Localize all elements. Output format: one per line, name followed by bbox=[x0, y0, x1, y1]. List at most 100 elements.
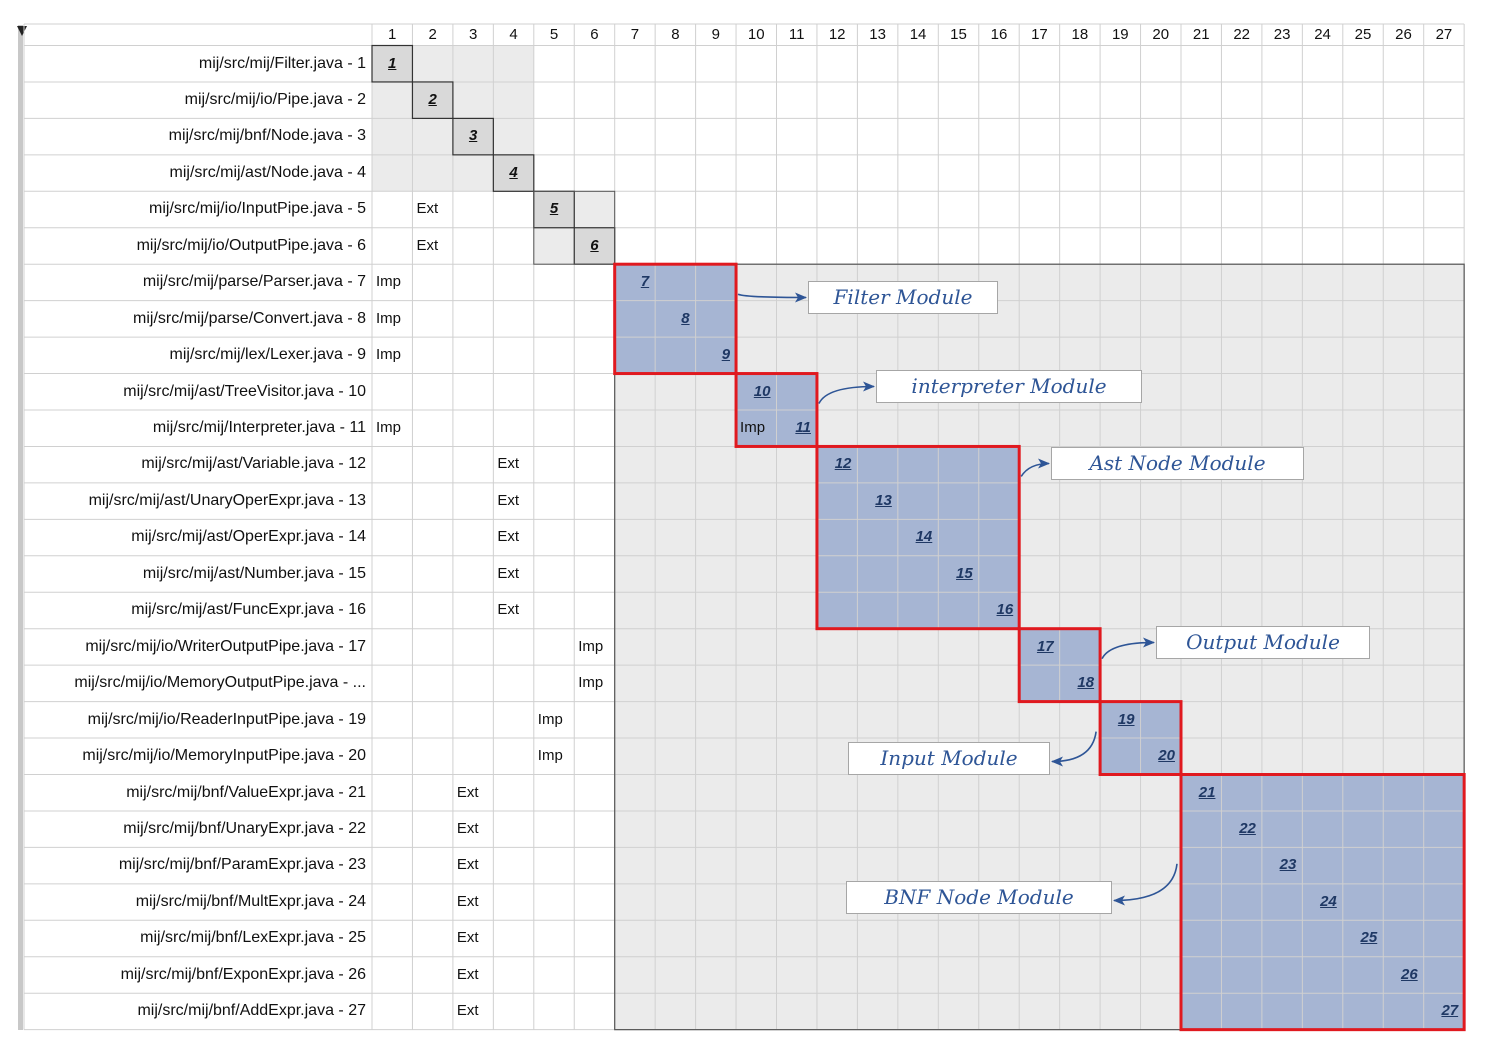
column-header[interactable]: 24 bbox=[1314, 26, 1331, 43]
dependency-cell[interactable]: Ext bbox=[456, 965, 479, 983]
column-header[interactable]: 2 bbox=[428, 26, 437, 43]
row-header[interactable]: mij/src/mij/io/ReaderInputPipe.java - 19 bbox=[87, 710, 366, 728]
diagonal-cell[interactable]: 24 bbox=[1320, 892, 1337, 910]
diagonal-cell[interactable]: 17 bbox=[1036, 637, 1054, 655]
diagonal-cell[interactable]: 21 bbox=[1198, 783, 1216, 801]
diagonal-cell[interactable]: 22 bbox=[1239, 819, 1256, 837]
diagonal-cell[interactable]: 13 bbox=[875, 491, 892, 509]
column-header[interactable]: 21 bbox=[1192, 26, 1210, 43]
diagonal-cell[interactable]: 7 bbox=[640, 273, 650, 291]
diagonal-cell[interactable]: 1 bbox=[388, 54, 397, 72]
row-header[interactable]: mij/src/mij/ast/Variable.java - 12 bbox=[141, 455, 366, 473]
dependency-cell[interactable]: Imp bbox=[537, 747, 563, 765]
column-header[interactable]: 26 bbox=[1395, 26, 1412, 43]
column-header[interactable]: 8 bbox=[671, 26, 680, 43]
column-header[interactable]: 20 bbox=[1152, 26, 1170, 43]
dependency-cell[interactable]: Ext bbox=[416, 200, 439, 218]
select-all-corner[interactable] bbox=[17, 26, 27, 36]
dependency-cell[interactable]: Imp bbox=[578, 637, 604, 655]
row-header[interactable]: mij/src/mij/ast/UnaryOperExpr.java - 13 bbox=[88, 491, 366, 509]
column-header[interactable]: 3 bbox=[468, 26, 478, 43]
column-header[interactable]: 25 bbox=[1354, 26, 1372, 43]
column-header[interactable]: 23 bbox=[1273, 26, 1291, 43]
row-header[interactable]: mij/src/mij/bnf/LexExpr.java - 25 bbox=[140, 929, 366, 947]
dependency-cell[interactable]: Imp bbox=[537, 710, 563, 728]
column-header[interactable]: 11 bbox=[788, 26, 805, 43]
row-header[interactable]: mij/src/mij/ast/FuncExpr.java - 16 bbox=[131, 601, 366, 619]
diagonal-cell[interactable]: 25 bbox=[1360, 929, 1378, 947]
dependency-cell[interactable]: Ext bbox=[497, 601, 520, 619]
dependency-cell[interactable]: Ext bbox=[497, 455, 520, 473]
column-header[interactable]: 6 bbox=[590, 26, 599, 43]
column-header[interactable]: 15 bbox=[950, 26, 967, 43]
dependency-cell[interactable]: Ext bbox=[456, 783, 479, 801]
row-header[interactable]: mij/src/mij/io/MemoryOutputPipe.java - .… bbox=[74, 674, 366, 692]
diagonal-cell[interactable]: 3 bbox=[468, 127, 478, 145]
row-header[interactable]: mij/src/mij/ast/TreeVisitor.java - 10 bbox=[123, 382, 366, 400]
column-header[interactable]: 12 bbox=[828, 26, 846, 43]
column-header[interactable]: 17 bbox=[1031, 26, 1048, 43]
column-header[interactable]: 16 bbox=[990, 26, 1008, 43]
row-header[interactable]: mij/src/mij/Interpreter.java - 11 bbox=[152, 419, 366, 436]
dependency-cell[interactable]: Ext bbox=[497, 564, 520, 582]
dependency-cell[interactable]: Imp bbox=[376, 419, 402, 436]
row-header[interactable]: mij/src/mij/io/InputPipe.java - 5 bbox=[149, 200, 366, 218]
row-header[interactable]: mij/src/mij/ast/OperExpr.java - 14 bbox=[131, 528, 366, 546]
dependency-cell[interactable]: Imp bbox=[740, 419, 766, 436]
diagonal-cell[interactable]: 16 bbox=[996, 601, 1014, 619]
diagonal-cell[interactable]: 15 bbox=[956, 564, 973, 582]
row-header[interactable]: mij/src/mij/lex/Lexer.java - 9 bbox=[169, 346, 367, 364]
diagonal-cell[interactable]: 14 bbox=[915, 528, 933, 546]
diagonal-cell[interactable]: 12 bbox=[834, 455, 852, 473]
dependency-cell[interactable]: Imp bbox=[376, 346, 402, 364]
column-header[interactable]: 5 bbox=[549, 26, 559, 43]
row-header[interactable]: mij/src/mij/parse/Parser.java - 7 bbox=[142, 273, 366, 291]
dependency-cell[interactable]: Ext bbox=[456, 819, 479, 837]
row-header[interactable]: mij/src/mij/io/OutputPipe.java - 6 bbox=[136, 236, 366, 254]
diagonal-cell[interactable]: 19 bbox=[1117, 710, 1135, 728]
dependency-cell[interactable]: Imp bbox=[578, 674, 604, 692]
column-header[interactable]: 10 bbox=[747, 26, 765, 43]
column-header[interactable]: 4 bbox=[509, 26, 518, 43]
row-header[interactable]: mij/src/mij/ast/Number.java - 15 bbox=[142, 564, 366, 582]
dependency-cell[interactable]: Ext bbox=[416, 236, 439, 254]
diagonal-cell[interactable]: 27 bbox=[1441, 1002, 1459, 1020]
column-header[interactable]: 22 bbox=[1233, 26, 1250, 43]
column-header[interactable]: 14 bbox=[909, 26, 927, 43]
diagonal-cell[interactable]: 6 bbox=[590, 236, 599, 254]
row-header[interactable]: mij/src/mij/io/Pipe.java - 2 bbox=[184, 90, 366, 108]
diagonal-cell[interactable]: 26 bbox=[1401, 965, 1418, 983]
row-header[interactable]: mij/src/mij/io/WriterOutputPipe.java - 1… bbox=[85, 637, 366, 655]
diagonal-cell[interactable]: 4 bbox=[509, 163, 518, 181]
dependency-cell[interactable]: Ext bbox=[456, 1002, 479, 1020]
diagonal-cell[interactable]: 10 bbox=[753, 382, 771, 400]
diagonal-cell[interactable]: 2 bbox=[428, 90, 437, 108]
dependency-cell[interactable]: Ext bbox=[497, 528, 520, 546]
row-header[interactable]: mij/src/mij/parse/Convert.java - 8 bbox=[133, 309, 366, 327]
row-header[interactable]: mij/src/mij/io/MemoryInputPipe.java - 20 bbox=[82, 747, 366, 765]
dependency-cell[interactable]: Imp bbox=[376, 309, 402, 327]
dependency-cell[interactable]: Ext bbox=[456, 856, 479, 874]
row-header[interactable]: mij/src/mij/bnf/Node.java - 3 bbox=[168, 127, 366, 145]
column-header[interactable]: 19 bbox=[1111, 26, 1129, 43]
row-header[interactable]: mij/src/mij/bnf/ExponExpr.java - 26 bbox=[120, 965, 366, 983]
column-header[interactable]: 9 bbox=[711, 26, 720, 43]
row-header[interactable]: mij/src/mij/bnf/MultExpr.java - 24 bbox=[135, 892, 366, 910]
diagonal-cell[interactable]: 23 bbox=[1279, 856, 1297, 874]
row-header[interactable]: mij/src/mij/ast/Node.java - 4 bbox=[169, 163, 367, 181]
diagonal-cell[interactable]: 11 bbox=[795, 419, 811, 436]
column-header[interactable]: 1 bbox=[388, 26, 397, 43]
dependency-cell[interactable]: Ext bbox=[456, 929, 479, 947]
diagonal-cell[interactable]: 18 bbox=[1077, 674, 1095, 692]
column-header[interactable]: 7 bbox=[630, 26, 640, 43]
column-header[interactable]: 27 bbox=[1435, 26, 1453, 43]
row-header[interactable]: mij/src/mij/bnf/UnaryExpr.java - 22 bbox=[123, 819, 366, 837]
row-header[interactable]: mij/src/mij/bnf/ParamExpr.java - 23 bbox=[118, 856, 366, 874]
row-header[interactable]: mij/src/mij/Filter.java - 1 bbox=[198, 54, 366, 72]
row-header[interactable]: mij/src/mij/bnf/AddExpr.java - 27 bbox=[137, 1002, 366, 1020]
dependency-cell[interactable]: Ext bbox=[456, 892, 479, 910]
row-header[interactable]: mij/src/mij/bnf/ValueExpr.java - 21 bbox=[126, 783, 366, 801]
diagonal-cell[interactable]: 20 bbox=[1158, 747, 1175, 765]
column-header[interactable]: 18 bbox=[1071, 26, 1089, 43]
dependency-cell[interactable]: Ext bbox=[497, 491, 520, 509]
